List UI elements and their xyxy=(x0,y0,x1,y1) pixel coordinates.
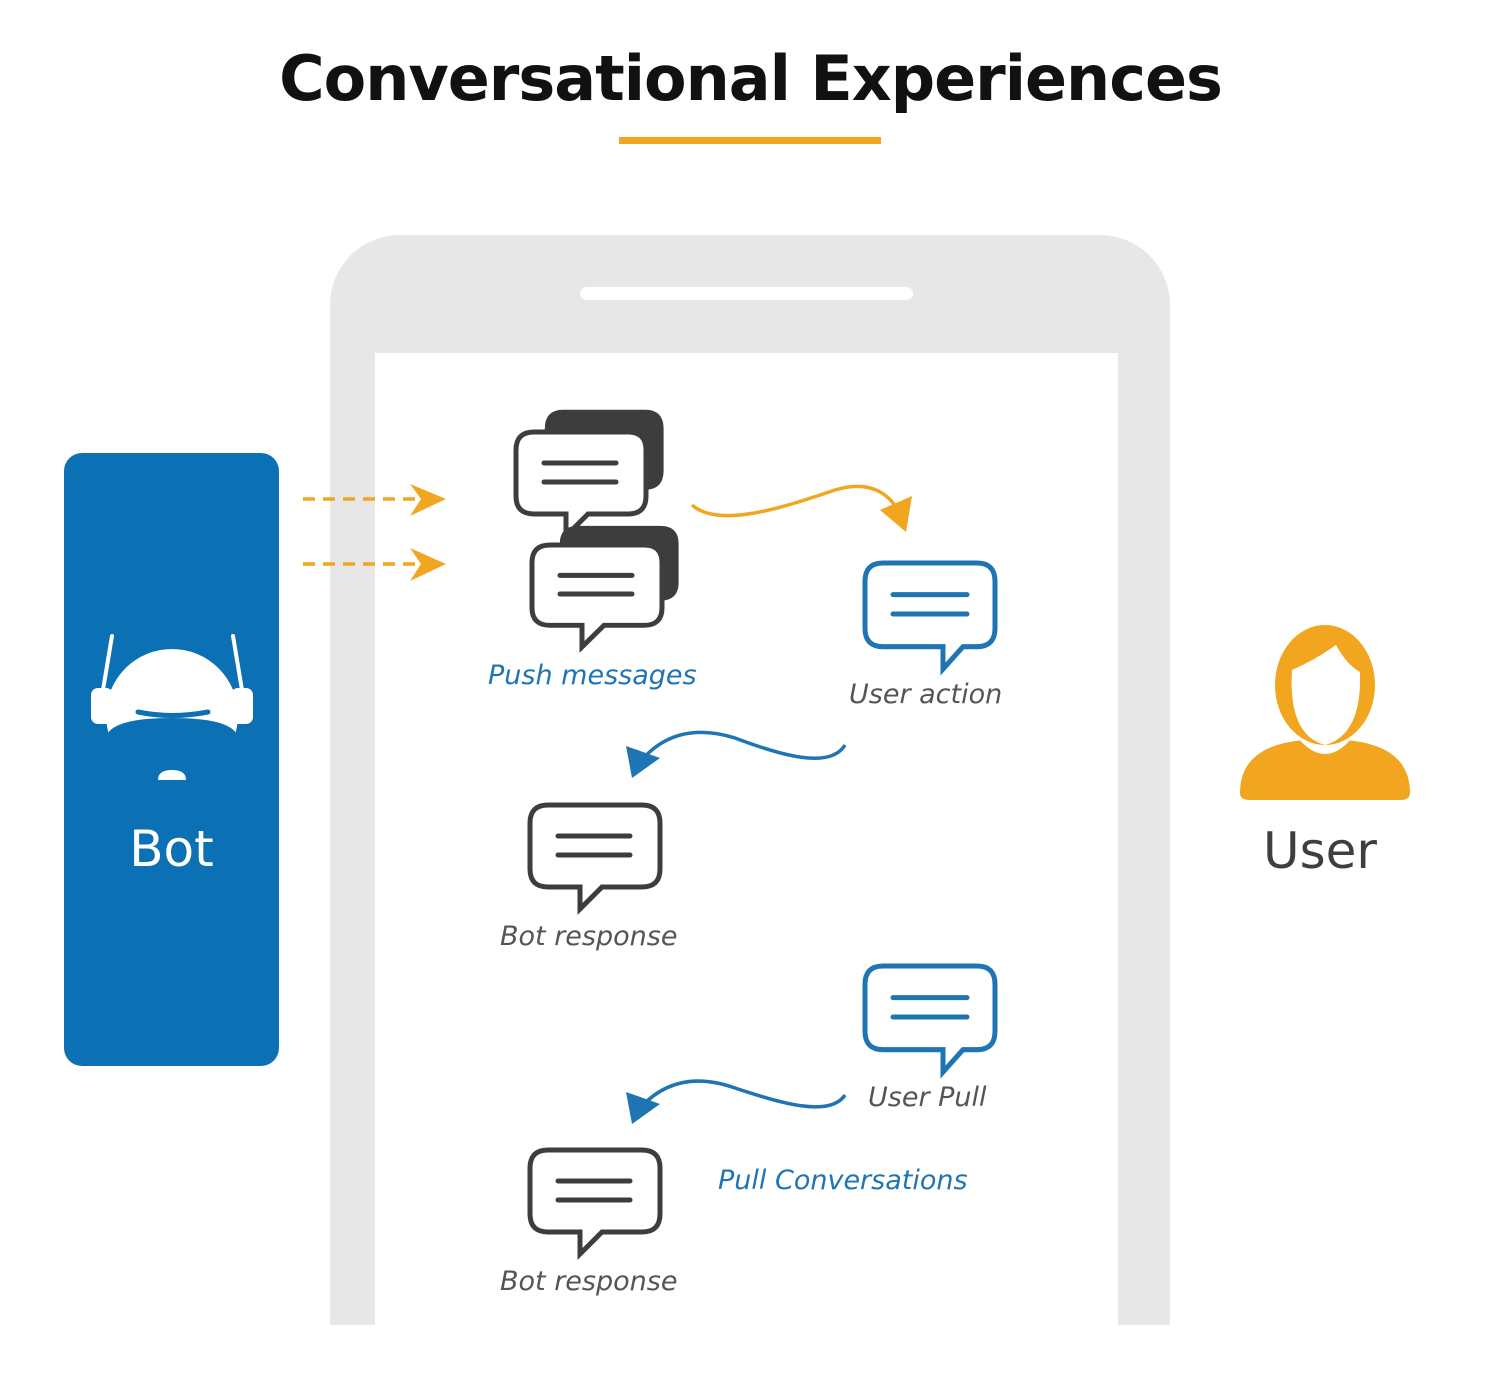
user-pull-label: User Pull xyxy=(868,1082,987,1113)
action-to-response-arrow xyxy=(638,730,847,764)
user-action-bubble-icon xyxy=(862,560,998,676)
user-label: User xyxy=(1263,822,1377,880)
user-action-label: User action xyxy=(849,679,1003,710)
push-messages-label: Push messages xyxy=(488,660,697,691)
page-title: Conversational Experiences xyxy=(279,42,1223,115)
bot-response-bubble-2 xyxy=(530,1150,660,1254)
bot-response-label-2: Bot response xyxy=(500,1266,678,1297)
push-to-action-arrowhead xyxy=(880,496,912,532)
push-message-bubble-2 xyxy=(516,432,646,536)
user-pull-bubble-icon xyxy=(862,963,998,1079)
push-arrow-bottom xyxy=(303,548,446,581)
push-message-bubble-4 xyxy=(532,545,662,647)
bot-response-label-1: Bot response xyxy=(500,921,678,952)
bot-label: Bot xyxy=(129,820,214,878)
phone-speaker xyxy=(580,287,913,300)
robot-head-icon xyxy=(91,634,253,787)
pull-conversations-label: Pull Conversations xyxy=(718,1165,968,1196)
push-arrow-top xyxy=(303,484,446,516)
action-to-response-arrowhead xyxy=(626,746,660,778)
bot-response-bubble-1 xyxy=(530,805,660,909)
user-avatar-icon xyxy=(1240,625,1410,800)
pull-to-response-arrow xyxy=(638,1079,847,1110)
pull-to-response-arrowhead xyxy=(626,1092,660,1124)
title-underline xyxy=(619,137,881,144)
push-to-action-arrow xyxy=(690,484,905,523)
